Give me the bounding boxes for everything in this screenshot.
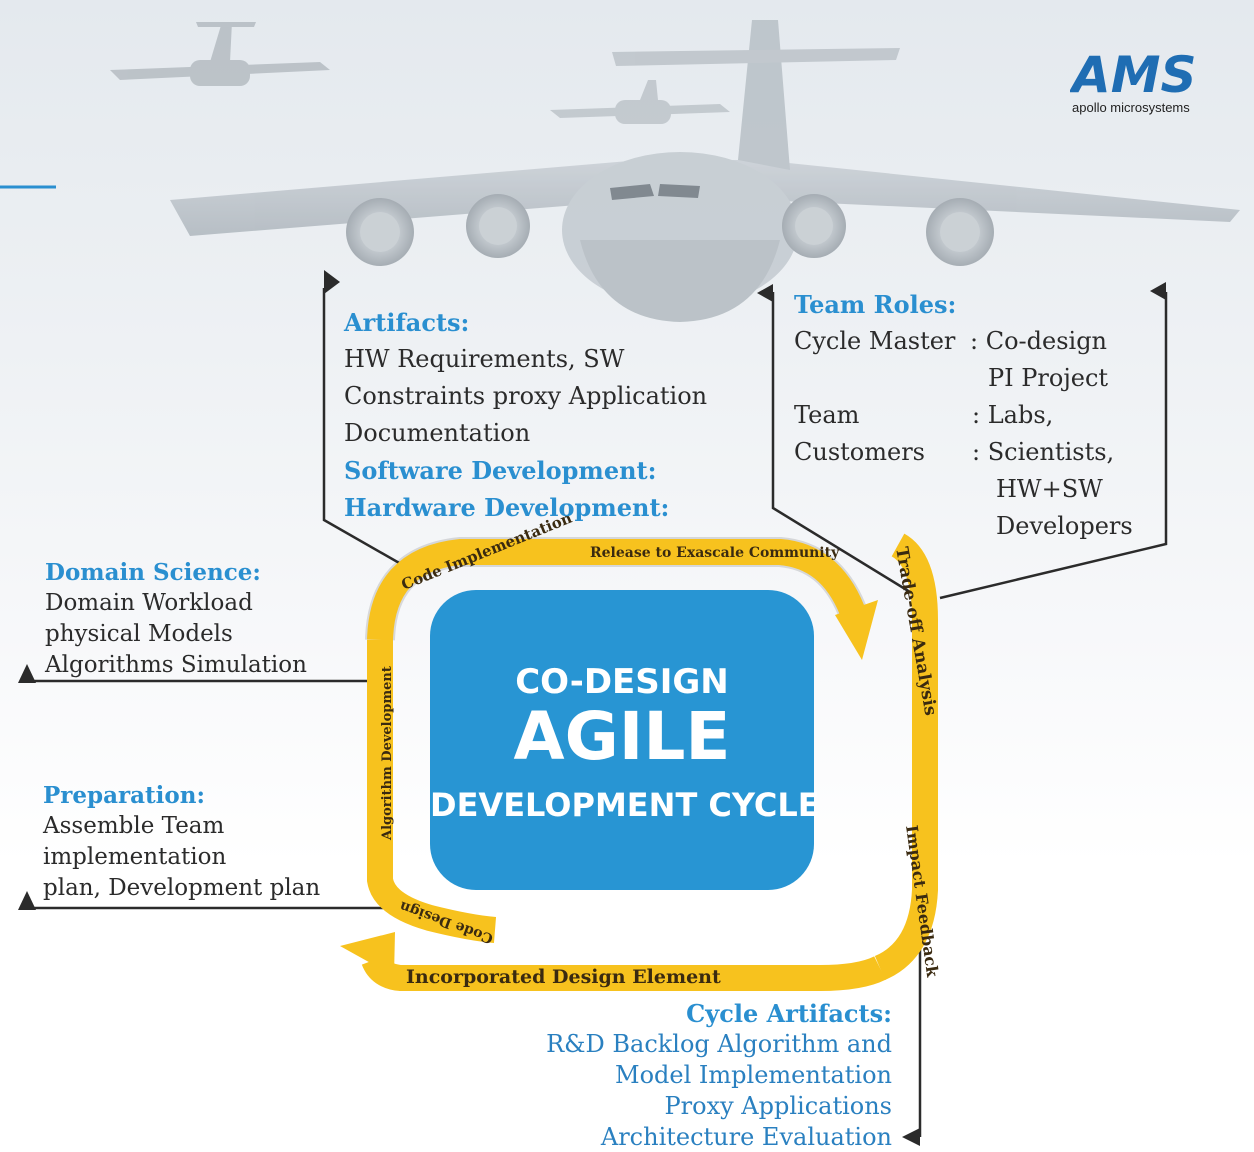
artifacts-line: Documentation [344,419,531,447]
artifacts-block: Artifacts: HW Requirements, SW Constrain… [344,304,707,526]
artifacts-line: Constraints proxy Application [344,382,708,410]
team-roles-bracket [757,282,1168,600]
team-role-row: Team: Labs, [794,401,1054,429]
preparation-line: implementation [43,844,227,870]
center-title-box: CO-DESIGN AGILE DEVELOPMENT CYCLE [430,590,820,890]
center-line-cycle: DEVELOPMENT CYCLE [430,786,820,824]
ams-logo: AMS [1070,46,1196,98]
team-role-row: Customers: Scientists, [794,438,1115,466]
label-release: Release to Exascale Community [590,545,840,561]
domain-science-line: Algorithms Simulation [45,652,307,678]
hardware-development-heading: Hardware Development: [344,493,670,522]
logo-tagline: apollo microsystems [1072,100,1190,115]
domain-science-heading: Domain Science: [45,559,261,586]
preparation-line: Assemble Team [43,813,225,839]
team-role-row: HW+SW [996,475,1103,503]
aircraft-large-icon [170,20,1240,322]
domain-science-line: physical Models [45,621,233,647]
center-line-codesign: CO-DESIGN [515,662,729,702]
team-roles-heading: Team Roles: [794,290,957,319]
artifacts-bracket [322,270,409,570]
domain-science-pointer [18,664,378,683]
cycle-artifacts-line: Architecture Evaluation [600,1123,892,1151]
domain-science-block: Domain Science: Domain Workload physical… [45,557,307,681]
center-line-agile: AGILE [513,698,731,775]
software-development-heading: Software Development: [344,456,657,485]
preparation-block: Preparation: Assemble Team implementatio… [43,780,320,904]
team-role-row: Cycle Master: Co-design [794,327,1108,355]
preparation-pointer [18,891,395,910]
artifacts-line: HW Requirements, SW [344,345,625,373]
cycle-ring [340,533,938,991]
team-roles-block: Team Roles: Cycle Master: Co-design PI P… [794,286,1133,545]
preparation-line: plan, Development plan [43,875,321,901]
aircraft-small-left-icon [110,22,330,86]
cycle-artifacts-line: Model Implementation [615,1061,892,1089]
artifacts-heading: Artifacts: [344,308,470,337]
cycle-artifacts-line: Proxy Applications [664,1092,893,1120]
logo-wordmark: AMS [1070,46,1196,98]
team-role-row: Developers [996,512,1133,540]
cycle-artifacts-heading: Cycle Artifacts: [686,999,892,1028]
label-algorithm: Algorithm Development [380,666,395,841]
cycle-artifacts-line: R&D Backlog Algorithm and [546,1030,892,1058]
domain-science-line: Domain Workload [45,590,253,616]
aircraft-small-center-icon [550,80,730,124]
label-incorporated: Incorporated Design Element [406,966,721,988]
team-role-row: PI Project [988,364,1109,392]
cycle-artifacts-block: Cycle Artifacts: R&D Backlog Algorithm a… [546,998,892,1152]
preparation-heading: Preparation: [43,782,205,809]
